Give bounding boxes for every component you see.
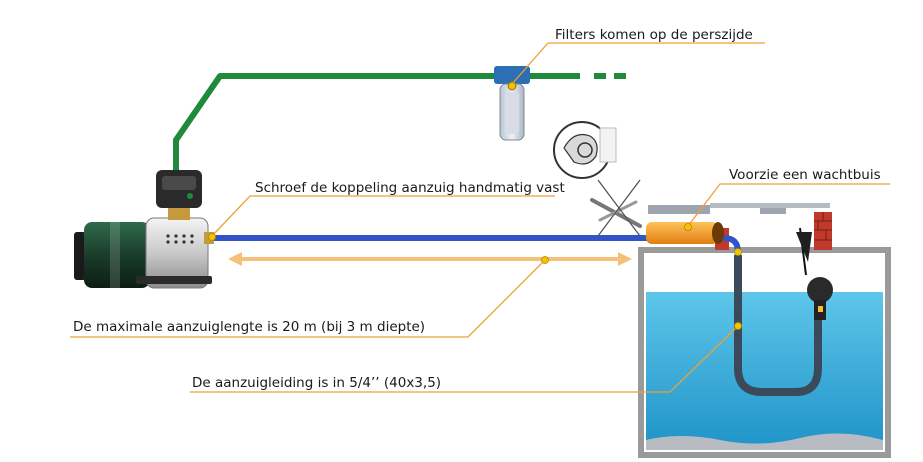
manhole-lid [710, 203, 830, 208]
label-aanzuigleiding: De aanzuigleiding is in 5/4’’ (40x3,5) [192, 375, 442, 391]
callout-wachtbuis [687, 183, 890, 227]
tank-water [646, 292, 883, 450]
label-wachtbuis: Voorzie een wachtbuis [729, 167, 881, 183]
callout-koppeling [211, 195, 555, 237]
float-switch-icon [796, 227, 833, 320]
label-filters: Filters komen op de perszijde [555, 27, 753, 43]
wachtbuis-sleeve [646, 222, 724, 244]
manhole-lid-left [648, 205, 710, 214]
centrifugal-pump-icon [74, 206, 214, 289]
suction-hose-submerged [734, 255, 822, 396]
brick-column [814, 212, 832, 250]
tank-sediment [646, 433, 883, 450]
label-koppeling: Schroef de koppeling aanzuig handmatig v… [255, 180, 565, 196]
hand-tighten-icon [553, 121, 617, 179]
callout-lines [70, 42, 890, 393]
label-max-length: De maximale aanzuiglengte is 20 m (bij 3… [73, 319, 426, 335]
no-tools-icon [590, 179, 642, 237]
callout-max-length [70, 259, 546, 338]
water-tank [638, 247, 891, 458]
callout-filters [511, 42, 765, 85]
pressure-switch-icon [156, 170, 202, 208]
manhole-lid-handle [760, 208, 786, 214]
pressure-pipe [173, 73, 626, 170]
dimension-arrow [228, 252, 632, 266]
callout-dots [208, 82, 742, 330]
water-filter-icon [494, 66, 530, 141]
callout-aanzuigleiding [190, 325, 739, 393]
